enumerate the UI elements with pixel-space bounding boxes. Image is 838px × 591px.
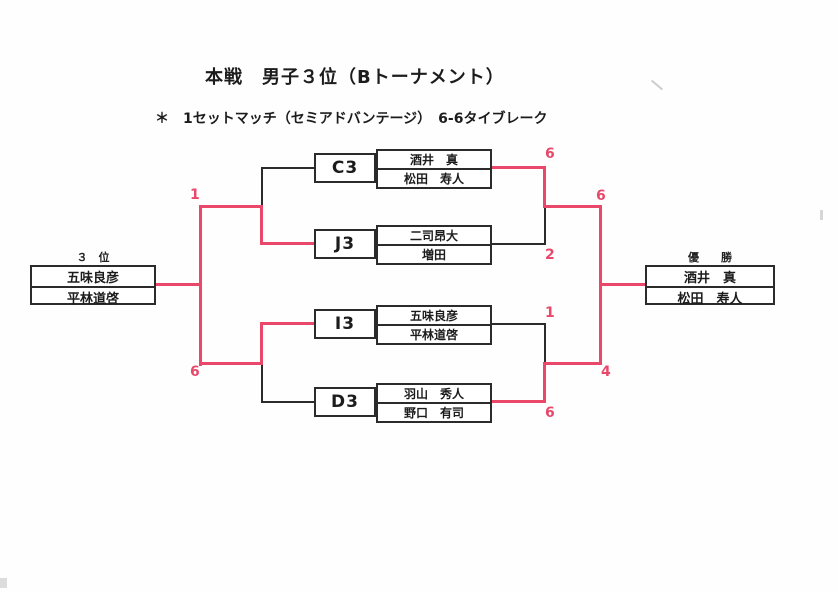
- bracket-line: [262, 167, 316, 169]
- team-box-c3: 酒井 真 松田 寿人: [376, 149, 492, 189]
- player-name: 松田 寿人: [677, 292, 743, 307]
- seed-code: C3: [331, 158, 359, 178]
- bracket-line: [262, 401, 316, 403]
- score-thirdplace-top: 1: [190, 187, 200, 203]
- seed-code: I3: [334, 314, 356, 334]
- champion-label: 優 勝: [688, 251, 732, 264]
- winner-path-line: [545, 205, 602, 208]
- player-name: 増田: [421, 248, 446, 262]
- winner-path-line: [260, 322, 263, 365]
- team-box-i3: 五味良彦 平林道啓: [376, 305, 492, 345]
- winner-path-line: [543, 166, 546, 208]
- player-name: 野口 有司: [403, 406, 464, 420]
- seed-code: D3: [331, 392, 359, 412]
- score-sf1-j3: 2: [545, 247, 555, 263]
- match-format-note: ＊ 1セットマッチ（セミアドバンテージ） 6-6タイブレーク: [155, 111, 548, 127]
- winner-path-line: [200, 362, 262, 365]
- bracket-line: [544, 323, 546, 364]
- bracket-line: [261, 167, 263, 207]
- score-sf2-d3: 6: [545, 405, 555, 421]
- winner-path-line: [199, 205, 202, 366]
- player-name: 酒井 真: [647, 267, 773, 288]
- team-box-j3: 二司昂大 増田: [376, 225, 492, 265]
- player-name: 羽山 秀人: [378, 385, 490, 404]
- bracket-line: [492, 323, 546, 325]
- player-name: 二司昂大: [378, 227, 490, 246]
- player-name: 酒井 真: [378, 151, 490, 170]
- winner-path-line: [492, 166, 546, 169]
- winner-path-line: [543, 362, 546, 403]
- seed-code: J3: [334, 234, 356, 254]
- bracket-line: [492, 243, 546, 245]
- bracket-line: [544, 206, 546, 245]
- score-final-bottom: 4: [601, 364, 611, 380]
- seed-box-c3: C3: [314, 153, 376, 183]
- seed-box-i3: I3: [314, 309, 376, 339]
- score-sf2-i3: 1: [545, 305, 555, 321]
- winner-path-line: [156, 283, 200, 286]
- player-name: 五味良彦: [378, 307, 490, 326]
- player-name: 平林道啓: [409, 328, 458, 342]
- winner-path-line: [200, 205, 262, 208]
- champion-box: 酒井 真 松田 寿人: [645, 265, 775, 307]
- winner-path-line: [545, 362, 602, 365]
- third-place-box: 五味良彦 平林道啓: [30, 265, 156, 307]
- scan-artifact: [820, 210, 823, 220]
- seed-box-j3: J3: [314, 229, 376, 259]
- score-thirdplace-bottom: 6: [190, 364, 200, 380]
- winner-path-line: [262, 322, 316, 325]
- scan-artifact: [0, 578, 7, 588]
- seed-box-d3: D3: [314, 387, 376, 417]
- bracket-line: [261, 363, 263, 403]
- winner-path-line: [262, 242, 316, 245]
- winner-path-line: [260, 205, 263, 245]
- score-final-top: 6: [596, 188, 606, 204]
- player-name: 平林道啓: [66, 292, 119, 307]
- page-title: 本戦 男子３位（Bトーナメント）: [205, 67, 505, 88]
- score-sf1-c3: 6: [545, 146, 555, 162]
- team-box-d3: 羽山 秀人 野口 有司: [376, 383, 492, 423]
- winner-path-line: [600, 283, 646, 286]
- winner-path-line: [492, 400, 546, 403]
- player-name: 松田 寿人: [403, 172, 464, 186]
- scan-artifact: [650, 79, 664, 91]
- player-name: 五味良彦: [32, 267, 154, 288]
- third-place-label: ３ 位: [76, 251, 110, 264]
